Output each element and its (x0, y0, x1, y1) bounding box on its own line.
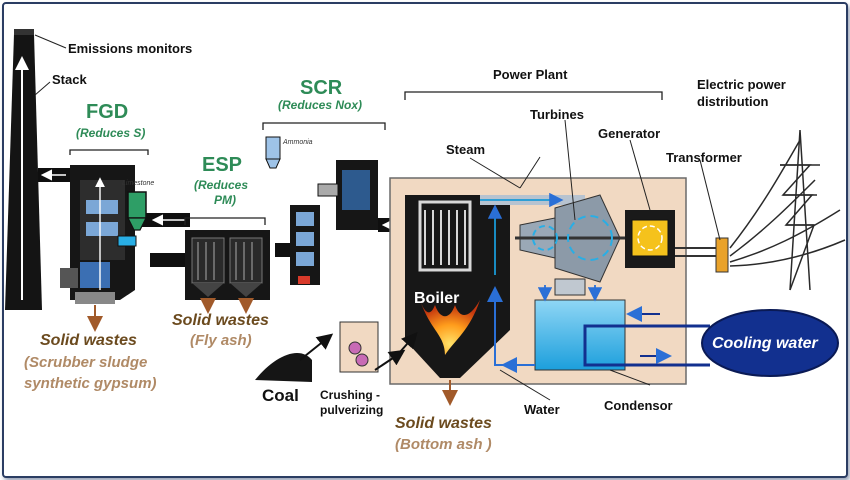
section-brackets (69, 91, 663, 225)
cooling-water-ellipse (701, 309, 839, 377)
label-boiler-waste-sub: (Bottom ash ) (395, 436, 492, 453)
condenser (534, 278, 626, 371)
label-crushing-2: pulverizing (320, 403, 384, 417)
label-fgd-waste-title: Solid wastes (40, 332, 137, 349)
label-fgd-waste-sub-1: (Scrubber sludge (24, 354, 148, 371)
label-esp-waste-sub: (Fly ash) (190, 332, 252, 349)
cooling-loop (583, 306, 710, 367)
label-coal: Coal (262, 386, 299, 405)
esp-unit (185, 230, 270, 300)
label-fgd: FGD (86, 101, 129, 123)
label-electric-2: distribution (697, 94, 769, 109)
label-fgd-waste-sub-2: synthetic gypsum) (24, 375, 157, 392)
label-boiler: Boiler (414, 290, 460, 307)
label-fgd-sub: (Reduces S) (76, 126, 146, 140)
label-condensor: Condensor (604, 398, 673, 413)
crusher (299, 321, 418, 373)
label-stack: Stack (52, 72, 87, 87)
label-emissions-monitors: Emissions monitors (68, 41, 193, 56)
label-steam: Steam (446, 142, 486, 157)
boiler (405, 195, 510, 378)
label-electric-1: Electric power (697, 77, 786, 92)
label-limestone: Limestone (122, 180, 155, 187)
feedwater-pipe (487, 286, 535, 373)
label-power-plant: Power Plant (493, 67, 568, 82)
label-cooling-water: Cooling water (712, 335, 818, 352)
label-esp-sub-1: (Reduces (194, 178, 249, 192)
label-crushing-1: Crushing - (320, 388, 380, 402)
label-transformer: Transformer (666, 150, 742, 165)
label-generator: Generator (598, 126, 661, 141)
coal-pile (255, 352, 312, 382)
label-esp: ESP (202, 154, 243, 176)
stack (5, 29, 42, 310)
waste-arrows (87, 298, 458, 406)
transmission-tower (729, 129, 846, 291)
label-ammonia: Ammonia (283, 139, 313, 146)
label-water: Water (524, 402, 560, 417)
label-turbines: Turbines (530, 107, 584, 122)
label-esp-sub-2: PM) (214, 193, 236, 207)
leader-lines (34, 34, 721, 401)
label-boiler-waste-title: Solid wastes (395, 415, 492, 432)
label-scr-sub: (Reduces Nox) (278, 98, 363, 112)
label-esp-waste-title: Solid wastes (172, 312, 269, 329)
turbines (515, 194, 630, 283)
limestone-silo (117, 191, 147, 247)
fgd-unit (60, 165, 135, 304)
transformer (675, 237, 729, 273)
scr-unit (265, 136, 378, 285)
label-scr: SCR (300, 77, 343, 99)
generator (625, 210, 675, 268)
